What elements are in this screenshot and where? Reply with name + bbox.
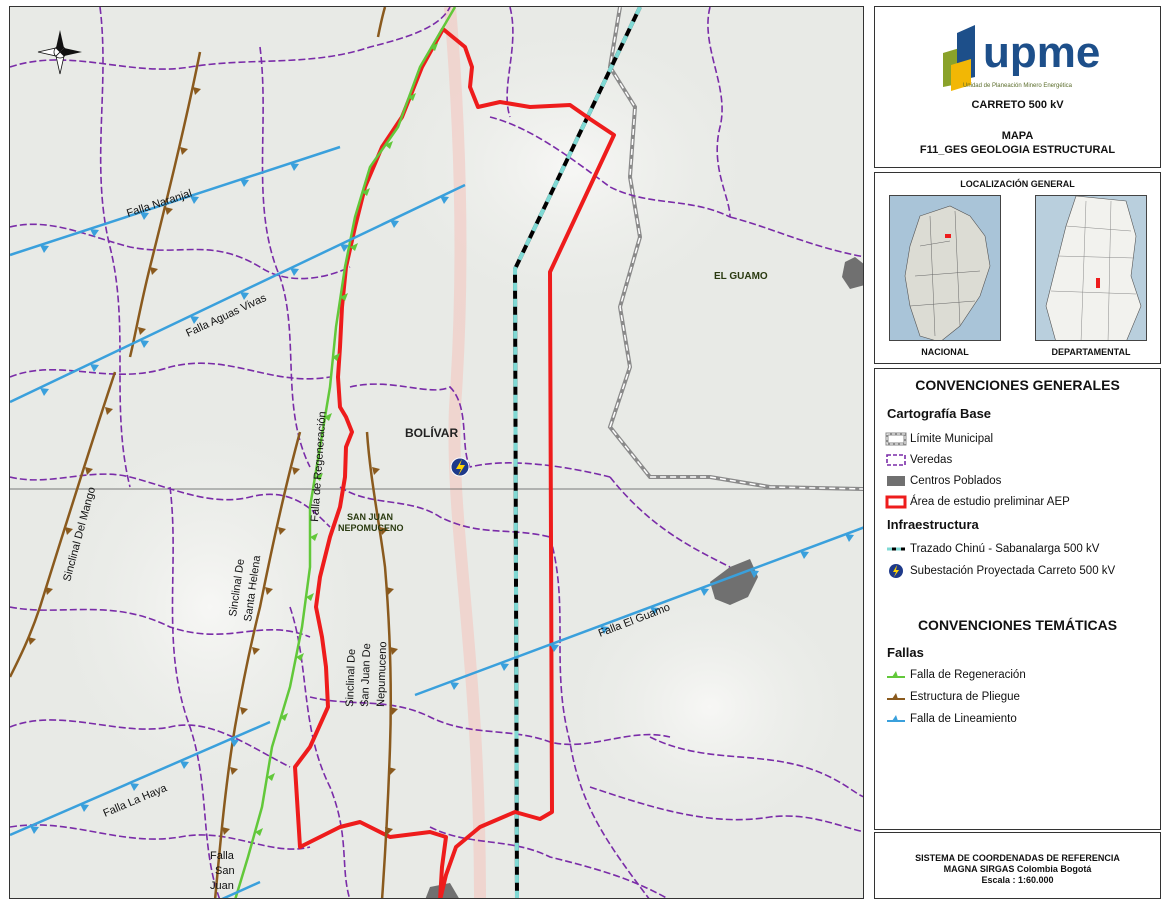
coord-datum: MAGNA SIRGAS Colombia Bogotá bbox=[943, 864, 1092, 874]
legend-block: CONVENCIONES GENERALES Cartografía Base … bbox=[874, 368, 1161, 830]
aep-symbol-icon bbox=[885, 495, 907, 509]
legend-label: Estructura de Pliegue bbox=[910, 691, 1020, 703]
coord-system: SISTEMA DE COORDENADAS DE REFERENCIA bbox=[915, 853, 1120, 863]
label-el-guamo: EL GUAMO bbox=[714, 271, 768, 282]
logo-subtitle: Unidad de Planeación Minero Energética bbox=[962, 83, 1073, 89]
map-canvas[interactable]: Falla Naranjal Falla Aguas Vivas Falla L… bbox=[9, 6, 864, 899]
legend-fallas-title: Fallas bbox=[887, 645, 924, 660]
label-falla-san-juan: Falla bbox=[210, 850, 235, 862]
map-label: MAPA bbox=[1001, 130, 1034, 142]
legend-item-trazado: Trazado Chinú - Sabanalarga 500 kV bbox=[885, 541, 1099, 557]
veredas-symbol-icon bbox=[886, 454, 906, 466]
trazado-line bbox=[512, 7, 642, 898]
legend-item-pliegue: Estructura de Pliegue bbox=[885, 689, 1020, 705]
project-title: CARRETO 500 kV bbox=[971, 99, 1064, 111]
legend-label: Subestación Proyectada Carreto 500 kV bbox=[910, 565, 1116, 577]
subestacion-icon[interactable] bbox=[450, 457, 470, 477]
falla-regeneracion-ticks bbox=[255, 43, 438, 836]
label-falla-san-juan: Juan bbox=[210, 880, 234, 892]
limite-symbol-icon bbox=[885, 432, 907, 446]
legend-general-title: CONVENCIONES GENERALES bbox=[915, 377, 1120, 393]
label-sinclinal-sjn: Nepumuceno bbox=[375, 641, 389, 707]
departmental-caption: DEPARTAMENTAL bbox=[1051, 347, 1131, 357]
legend-base-title: Cartografía Base bbox=[887, 406, 992, 421]
map-scale: Escala : 1:60.000 bbox=[981, 875, 1054, 885]
subestacion-symbol-icon bbox=[889, 564, 903, 578]
pliegue-symbol-icon bbox=[887, 693, 905, 700]
coordinate-block: SISTEMA DE COORDENADAS DE REFERENCIA MAG… bbox=[874, 832, 1161, 899]
title-block: upme Unidad de Planeación Minero Energét… bbox=[874, 6, 1161, 168]
legend-label: Límite Municipal bbox=[910, 433, 994, 445]
legend-item-subestacion: Subestación Proyectada Carreto 500 kV bbox=[885, 563, 1115, 579]
north-arrow-icon bbox=[37, 30, 82, 75]
legend-item-centros: Centros Poblados bbox=[885, 473, 1001, 489]
legend-item-regeneracion: Falla de Regeneración bbox=[885, 667, 1026, 683]
svg-text:upme: upme bbox=[983, 28, 1100, 77]
legend-label: Centros Poblados bbox=[910, 475, 1002, 487]
centros-symbol-icon bbox=[887, 476, 905, 486]
trazado-symbol-icon bbox=[887, 547, 905, 551]
upme-logo-icon: upme bbox=[943, 25, 1100, 91]
legend-item-lineamiento: Falla de Lineamiento bbox=[885, 711, 1017, 727]
legend-label: Falla de Lineamiento bbox=[910, 713, 1017, 725]
label-san-juan-nepomuceno: SAN JUAN bbox=[347, 512, 393, 522]
aep-boundary bbox=[293, 27, 616, 898]
legend-label: Veredas bbox=[910, 454, 953, 466]
departmental-inset-map bbox=[1035, 195, 1147, 341]
road-trace bbox=[444, 7, 486, 898]
legend-item-veredas: Veredas bbox=[885, 452, 952, 468]
centro-poblado bbox=[842, 257, 863, 289]
national-inset-map bbox=[889, 195, 1001, 341]
legend-label: Trazado Chinú - Sabanalarga 500 kV bbox=[910, 543, 1100, 555]
legend-label: Área de estudio preliminar AEP bbox=[910, 496, 1070, 508]
veredas-lines bbox=[10, 7, 863, 898]
location-block: LOCALIZACIÓN GENERAL NACIONAL DEPARTAMEN… bbox=[874, 172, 1161, 364]
legend-label: Falla de Regeneración bbox=[910, 669, 1026, 681]
location-title: LOCALIZACIÓN GENERAL bbox=[960, 179, 1075, 189]
legend-item-limite: Límite Municipal bbox=[885, 431, 993, 447]
map-name: F11_GES GEOLOGIA ESTRUCTURAL bbox=[919, 144, 1116, 156]
lineamiento-symbol-icon bbox=[887, 715, 905, 722]
label-sinclinal-sjn: San Juan De bbox=[359, 643, 373, 707]
municipal-boundary-inner bbox=[609, 7, 863, 490]
national-caption: NACIONAL bbox=[921, 347, 969, 357]
label-falla-san-juan: San bbox=[215, 865, 235, 877]
terrain-highlight bbox=[10, 347, 430, 867]
pliegue-ticks bbox=[28, 87, 398, 835]
label-sinclinal-sjn: Sinclinal De bbox=[344, 649, 358, 707]
legend-tematicas-title: CONVENCIONES TEMÁTICAS bbox=[917, 617, 1118, 633]
legend-infra-title: Infraestructura bbox=[887, 517, 979, 532]
side-panel: upme Unidad de Planeación Minero Energét… bbox=[874, 6, 1161, 899]
terrain-highlight bbox=[310, 7, 830, 367]
lineamiento-ticks bbox=[30, 163, 854, 834]
legend-item-aep: Área de estudio preliminar AEP bbox=[885, 494, 1070, 510]
terrain-highlight bbox=[510, 527, 863, 887]
falla-regeneracion-line bbox=[234, 7, 457, 898]
regeneracion-symbol-icon bbox=[887, 671, 905, 678]
map-svg: Falla Naranjal Falla Aguas Vivas Falla L… bbox=[10, 7, 863, 898]
lineamiento-lines bbox=[10, 145, 863, 898]
label-san-juan-nepomuceno: NEPOMUCENO bbox=[338, 523, 404, 533]
label-bolivar: BOLÍVAR bbox=[405, 425, 458, 440]
